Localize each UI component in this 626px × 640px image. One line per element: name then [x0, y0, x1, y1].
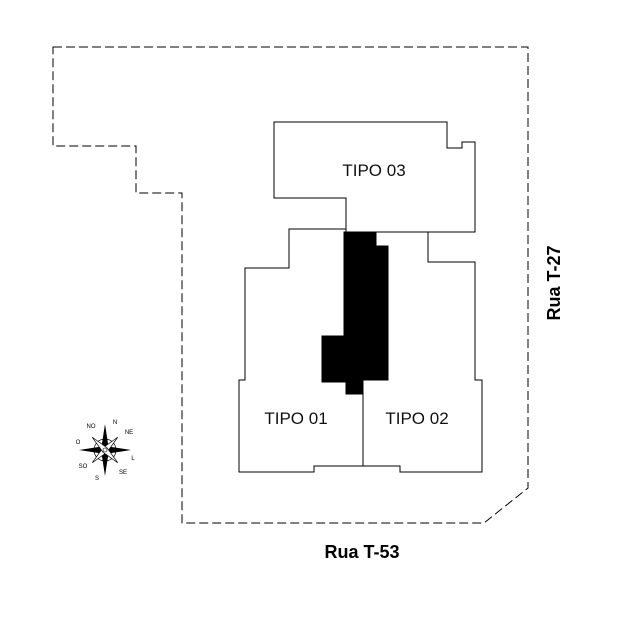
- compass-letter-se: SE: [119, 470, 127, 476]
- compass-letter-s: S: [95, 476, 99, 482]
- label-tipo-01: TIPO 01: [264, 409, 327, 428]
- label-tipo-03: TIPO 03: [342, 161, 405, 180]
- compass-letter-no: NO: [87, 424, 96, 430]
- building-tipo-03: [273, 121, 476, 233]
- compass-letter-o: O: [76, 440, 81, 446]
- compass-letter-ne: NE: [125, 430, 133, 436]
- building-tipo-02: [362, 231, 483, 473]
- compass-letter-l: L: [131, 456, 135, 462]
- street-label-east: Rua T-27: [544, 245, 564, 320]
- compass-letter-n: N: [113, 420, 117, 426]
- street-label-south: Rua T-53: [324, 542, 399, 562]
- central-core: [321, 231, 389, 395]
- compass-rose-icon: N NE L SE S SO O NO: [76, 420, 136, 482]
- compass-letter-so: SO: [79, 464, 88, 470]
- label-tipo-02: TIPO 02: [385, 409, 448, 428]
- lot-boundary: [52, 46, 529, 524]
